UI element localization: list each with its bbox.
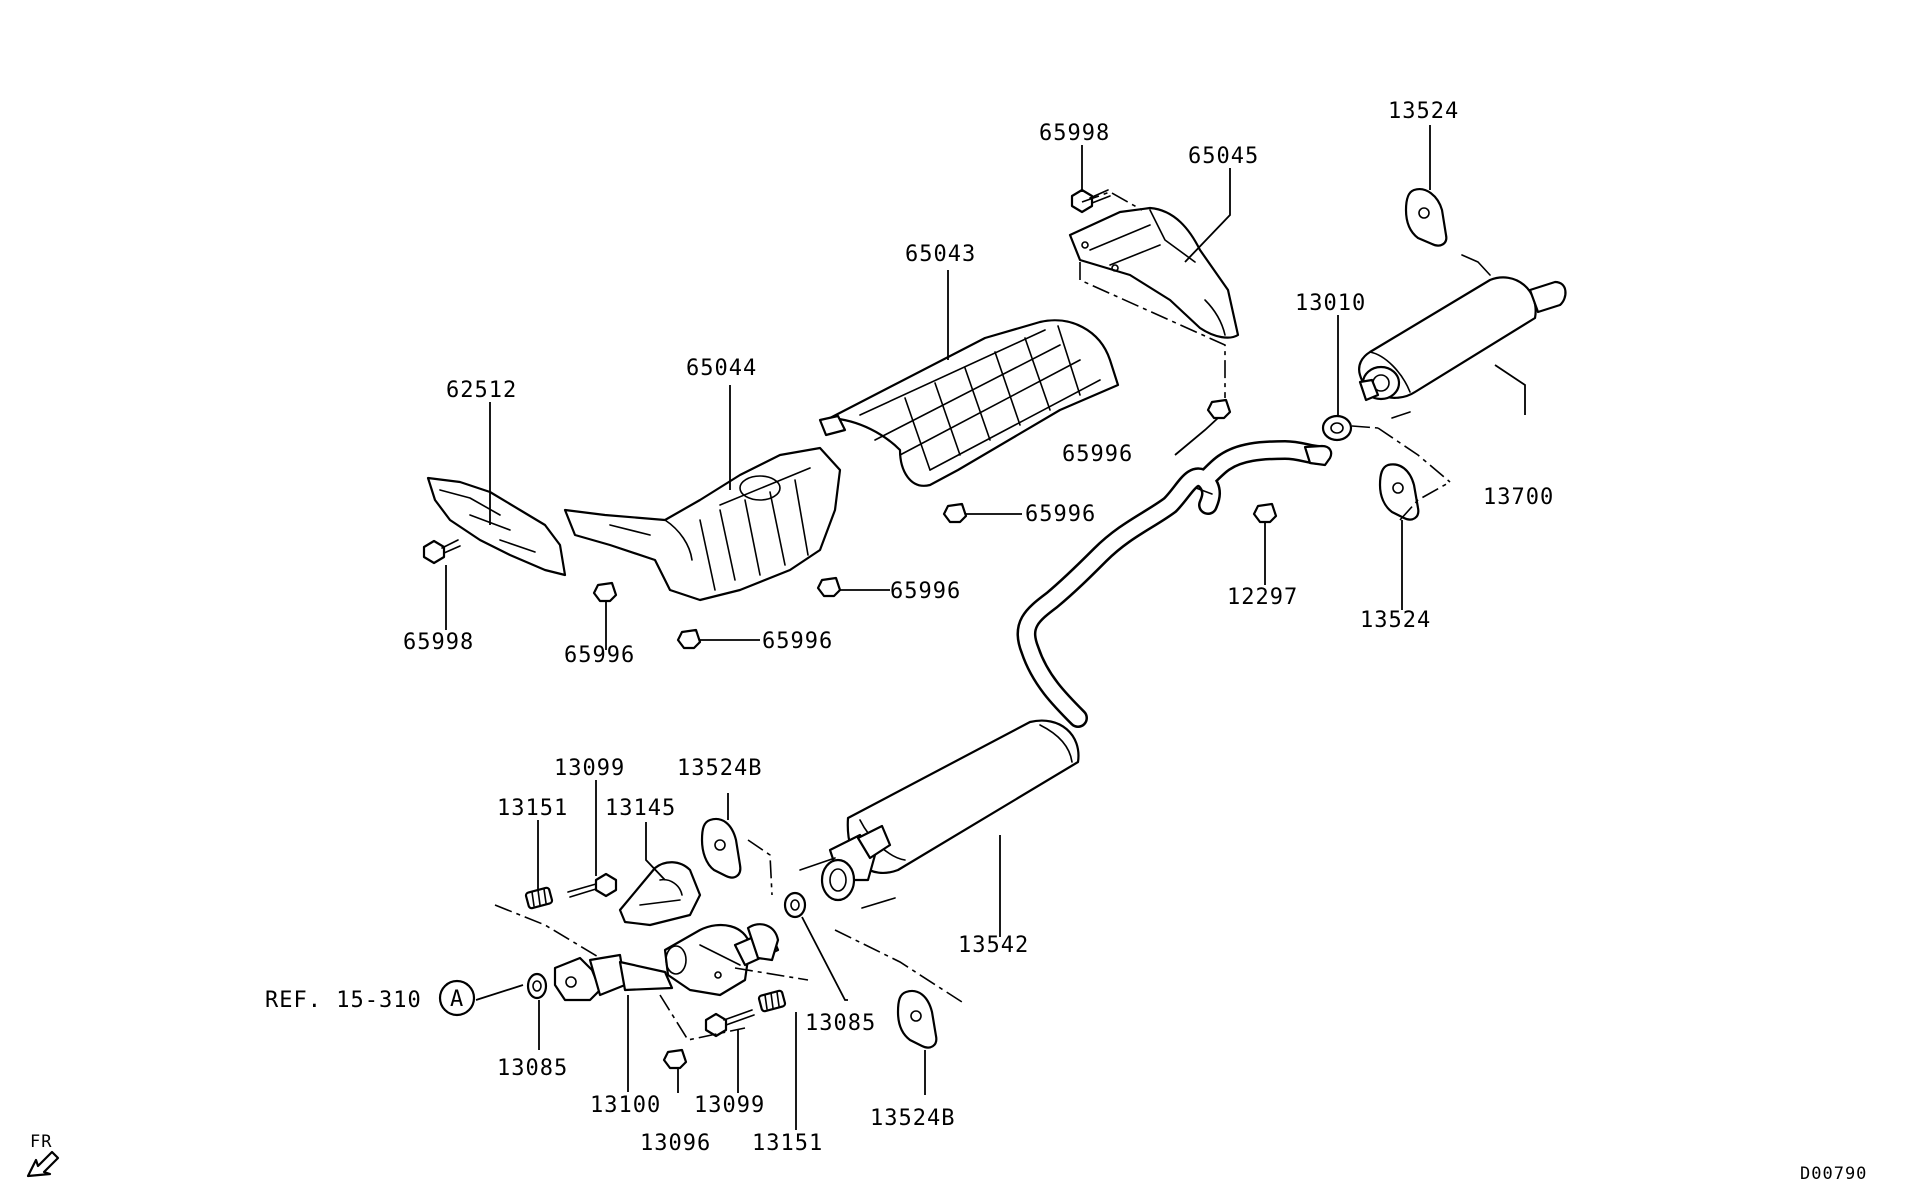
label-13010: 13010 [1295,291,1366,316]
label-13096: 13096 [640,1131,711,1156]
label-62512: 62512 [446,378,517,403]
hanger-13524B-bottom [896,989,938,1049]
label-ref: REF. 15-310 [265,988,422,1013]
label-65998-left: 65998 [403,630,474,655]
label-12297: 12297 [1227,585,1298,610]
spring-13151-top [524,886,554,910]
label-13151-top: 13151 [497,796,568,821]
hanger-middle [1378,463,1420,521]
label-65044: 65044 [686,356,757,381]
nut-12297 [1252,502,1278,524]
label-65996-c: 65996 [890,579,961,604]
gasket-13085-left [526,972,548,1000]
nut-65996-a [1206,398,1232,420]
part-labels: 65998 65045 13524 65043 13010 62512 6504… [30,99,1867,1184]
label-13099-bottom: 13099 [694,1093,765,1118]
bolt-65998-left [422,539,461,565]
center-muffler [799,719,1080,909]
nut-65996-c [816,576,842,598]
label-ref-marker: A [450,987,464,1012]
ref-marker [438,979,476,1017]
nut-65996-e [676,628,702,650]
nut-65996-b [942,502,968,524]
label-13524B-bottom: 13524B [870,1106,955,1131]
bolt-13099-top [567,872,618,898]
bracket-13145 [618,861,702,927]
nut-65996-d [592,581,618,603]
heat-shield-65043 [818,319,1120,487]
label-13085-right: 13085 [805,1011,876,1036]
label-65996-d: 65996 [564,643,635,668]
label-13100: 13100 [590,1093,661,1118]
label-13145: 13145 [605,796,676,821]
label-65045: 65045 [1188,144,1259,169]
label-13542: 13542 [958,933,1029,958]
diagram-code: D00790 [1800,1164,1867,1184]
bolt-13099-bottom [704,1009,755,1038]
label-13700: 13700 [1483,485,1554,510]
alignment-lines [494,191,1451,1041]
hanger-13524B-top [700,817,742,879]
label-13151-bottom: 13151 [752,1131,823,1156]
heat-shield-65044 [563,446,842,602]
exhaust-pipe [1016,440,1333,728]
label-65998-top: 65998 [1039,121,1110,146]
main-muffler [1358,254,1567,419]
gasket [1321,414,1353,442]
label-13524B-top: 13524B [677,756,762,781]
label-13099-top: 13099 [554,756,625,781]
label-13085-left: 13085 [497,1056,568,1081]
label-13524-top: 13524 [1388,99,1459,124]
gasket-13085-right [783,891,807,919]
hanger-top [1404,188,1448,247]
spring-13151-bottom [757,989,787,1013]
label-65996-b: 65996 [1025,502,1096,527]
nut-13096 [662,1048,688,1070]
label-65043: 65043 [905,242,976,267]
label-65996-a: 65996 [1062,442,1133,467]
heat-shield-62512 [426,476,567,577]
leader-lines [445,125,1526,1130]
heat-shield-65045 [1068,206,1240,339]
label-65996-e: 65996 [762,629,833,654]
front-pipe-catalytic-converter [553,923,780,1002]
label-13524-mid: 13524 [1360,608,1431,633]
front-direction-arrow-icon [26,1150,60,1178]
label-fr: FR [30,1132,52,1152]
